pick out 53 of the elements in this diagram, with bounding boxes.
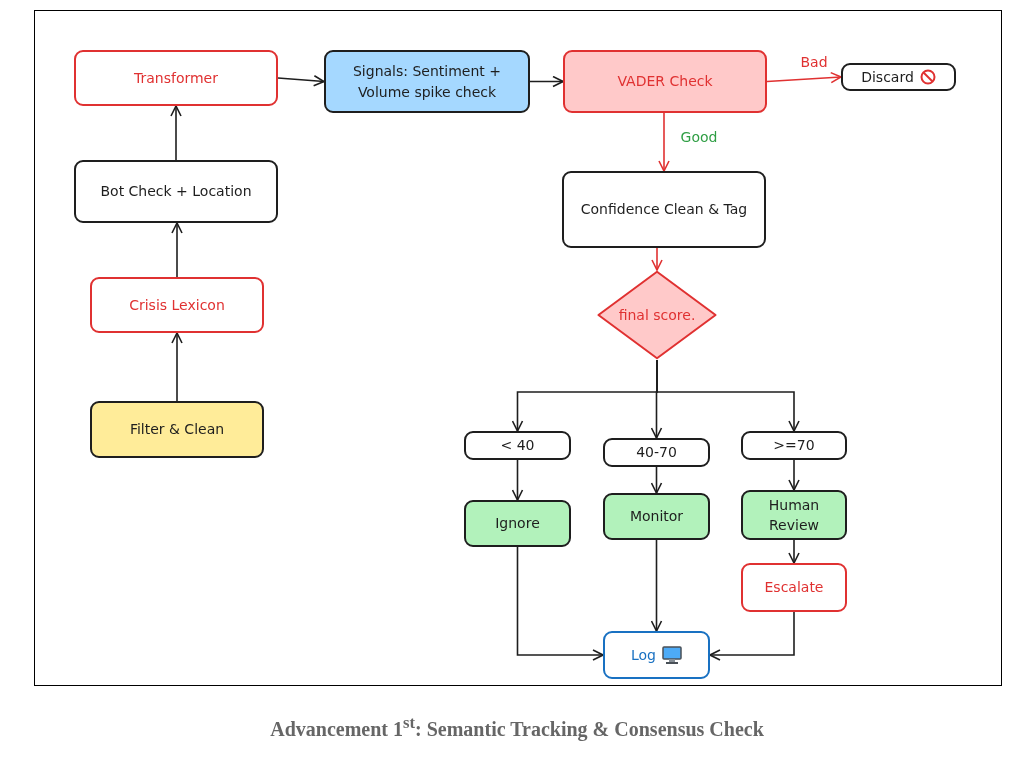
node-label: Discard [861, 67, 914, 87]
node-label: Transformer [134, 68, 218, 88]
arrow [277, 74, 325, 87]
arrow [171, 332, 183, 402]
process-box [563, 50, 767, 113]
arrow [658, 112, 670, 172]
process-box [324, 50, 530, 113]
arrow [516, 546, 604, 661]
node-label: Bot Check + Location [100, 182, 252, 202]
node-label: Signals: Sentiment + Volume spike check [352, 62, 502, 102]
process-box [74, 50, 278, 106]
arrow [171, 222, 183, 278]
process-box [603, 493, 710, 540]
node-label: < 40 [500, 436, 535, 456]
process-box [841, 63, 956, 91]
range-box [741, 431, 847, 460]
node-label: Escalate [764, 578, 824, 598]
process-box [603, 631, 710, 679]
caption: Advancement 1$^{st}$: Semantic Tracking & Consensus Check [269, 713, 765, 741]
node-label: Crisis Lexicon [129, 295, 225, 315]
node-label: Monitor [629, 507, 684, 527]
process-box [464, 500, 571, 547]
arrow [529, 75, 564, 88]
node-label: Ignore [495, 514, 540, 534]
node-label: Confidence Clean & Tag [580, 200, 748, 220]
edge-label: Good [678, 129, 720, 145]
arrow [511, 459, 524, 501]
arrow [709, 611, 795, 661]
arrow [650, 539, 663, 632]
range-box [603, 438, 710, 467]
arrow [766, 71, 842, 84]
decision-diamond [596, 270, 718, 360]
process-box [90, 401, 264, 458]
node-label: 40-70 [636, 443, 677, 463]
arrow [788, 459, 800, 491]
node-label: Filter & Clean [129, 420, 225, 440]
arrow [650, 466, 663, 494]
process-box [562, 171, 766, 248]
node-label: final score. [618, 305, 696, 325]
arrow [170, 105, 182, 161]
node-label: Human Review [767, 495, 821, 535]
process-box [741, 490, 847, 540]
arrow [788, 539, 800, 564]
node-label: Log [631, 645, 656, 665]
process-box [90, 277, 264, 333]
node-label: VADER Check [617, 72, 713, 92]
arrow [651, 247, 663, 271]
process-box [74, 160, 278, 223]
arrow [656, 359, 800, 432]
range-box [464, 431, 571, 460]
edge-label: Bad [798, 53, 830, 70]
node-label: >=70 [773, 436, 815, 456]
process-box [741, 563, 847, 612]
